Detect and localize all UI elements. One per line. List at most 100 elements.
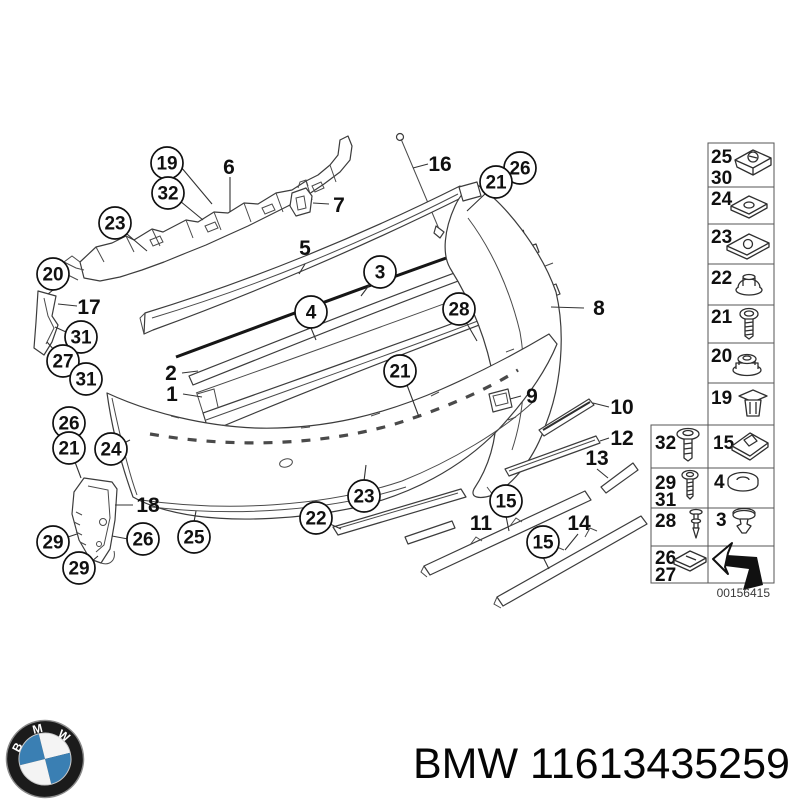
reinforcement-strip-lower-part [493, 515, 648, 609]
part-label-5[interactable]: 5 [299, 237, 311, 260]
part-label-11[interactable]: 11 [470, 512, 493, 535]
callout-number: 24 [100, 440, 122, 461]
callout-circle-21c[interactable]: 21 [383, 354, 417, 388]
callout-circle-21b[interactable]: 21 [52, 431, 86, 465]
part-label-6[interactable]: 6 [223, 156, 235, 179]
callout-number: 26 [58, 414, 79, 435]
expanding-clip-icon [738, 389, 768, 417]
callout-circle-26a[interactable]: 26 [503, 151, 537, 185]
callout-circle-22[interactable]: 22 [299, 501, 333, 535]
washer-screw-icon [676, 427, 700, 462]
svg-text:32: 32 [655, 433, 676, 454]
sidebar-cell-29-31[interactable]: 29 31 [655, 469, 699, 512]
sidebar-cell-3[interactable]: 3 [716, 507, 756, 534]
callout-number: 29 [42, 533, 63, 554]
svg-text:27: 27 [655, 565, 676, 586]
callout-number: 15 [532, 533, 554, 554]
callout-circle-25[interactable]: 25 [177, 520, 211, 554]
callout-number: 31 [75, 370, 97, 391]
callout-circle-21a[interactable]: 21 [479, 165, 513, 199]
part-label-17[interactable]: 17 [77, 296, 100, 319]
callout-circle-23b[interactable]: 23 [347, 479, 381, 513]
callout-circle-29a[interactable]: 29 [36, 525, 70, 559]
plastic-nut-icon [735, 273, 763, 296]
callout-circle-28[interactable]: 28 [442, 292, 476, 326]
callout-number: 26 [509, 159, 530, 180]
callout-circle-31b[interactable]: 31 [69, 362, 103, 396]
sidebar-cell-19[interactable]: 19 [711, 388, 768, 417]
part-label-14[interactable]: 14 [567, 512, 591, 535]
svg-text:23: 23 [711, 227, 732, 248]
cap-nut-icon [732, 353, 762, 377]
sidebar-cell-24[interactable]: 24 [711, 189, 768, 219]
trim-strip-11-part [404, 520, 456, 545]
sidebar-cell-20[interactable]: 20 [711, 346, 762, 377]
callout-circle-23[interactable]: 23 [98, 206, 132, 240]
callout-number: 21 [389, 362, 411, 383]
sidebar-cell-26-27[interactable]: 26 27 [655, 548, 707, 586]
speed-nut-large-icon [726, 233, 770, 260]
speed-nut-icon [730, 195, 768, 219]
sidebar-cell-25-30[interactable]: 25 30 [711, 147, 772, 189]
callout-number: 27 [52, 352, 73, 373]
leader-lines [46, 163, 610, 570]
callout-circle-26c[interactable]: 26 [126, 522, 160, 556]
callout-circle-27[interactable]: 27 [46, 344, 80, 378]
svg-text:28: 28 [655, 511, 676, 532]
callout-number: 32 [157, 184, 178, 205]
callout-circle-32[interactable]: 32 [151, 176, 185, 210]
callout-circle-24[interactable]: 24 [94, 432, 128, 466]
callout-circle-20[interactable]: 20 [36, 257, 70, 291]
sidebar-cell-28[interactable]: 28 [655, 508, 703, 539]
svg-text:25: 25 [711, 147, 733, 168]
sidebar-cell-23[interactable]: 23 [711, 227, 770, 260]
callout-number: 26 [132, 530, 153, 551]
sidebar-cell-21[interactable]: 21 [711, 307, 759, 340]
svg-text:22: 22 [711, 268, 732, 289]
callout-circle-29b[interactable]: 29 [62, 551, 96, 585]
callout-circle-19[interactable]: 19 [150, 146, 184, 180]
callout-circle-4[interactable]: 4 [294, 295, 328, 329]
part-label-8[interactable]: 8 [593, 297, 605, 320]
part-label-18[interactable]: 18 [136, 494, 160, 517]
svg-text:4: 4 [714, 472, 725, 493]
callout-number: 3 [375, 263, 386, 284]
part-label-7[interactable]: 7 [333, 194, 345, 217]
logo-letter-m: M [31, 721, 44, 737]
mid-trim-strip-part [188, 243, 540, 386]
part-label-2[interactable]: 2 [165, 362, 177, 385]
impact-absorber-part [63, 135, 353, 282]
pin-icon [689, 508, 703, 539]
part-label-13[interactable]: 13 [585, 447, 608, 470]
callout-number: 25 [183, 528, 205, 549]
svg-text:29: 29 [655, 473, 676, 494]
support-rod-part [395, 132, 445, 239]
trim-strip-10-part [538, 398, 595, 437]
part-label-12[interactable]: 12 [610, 427, 633, 450]
callout-circle-15a[interactable]: 15 [489, 484, 523, 518]
trim-strip-13-part [600, 462, 639, 494]
sidebar-cell-4[interactable]: 4 [714, 471, 759, 493]
part-label-16[interactable]: 16 [428, 153, 451, 176]
mounting-bracket-part [71, 477, 118, 565]
sidebar-cell-32[interactable]: 32 [655, 427, 700, 462]
callout-number: 21 [58, 439, 80, 460]
callout-circle-3[interactable]: 3 [363, 255, 397, 289]
svg-text:24: 24 [711, 189, 733, 210]
callout-circle-31a[interactable]: 31 [64, 320, 98, 354]
side-support-part [33, 290, 59, 356]
sidebar-cell-15[interactable]: 15 [713, 432, 769, 461]
screw-small-icon [681, 469, 699, 500]
part-label-9[interactable]: 9 [526, 385, 538, 408]
part-label-10[interactable]: 10 [610, 396, 633, 419]
callout-number: 23 [104, 214, 125, 235]
svg-text:21: 21 [711, 307, 733, 328]
part-label-1[interactable]: 1 [166, 383, 178, 406]
bracket-7-part [289, 179, 313, 217]
callout-circle-15b[interactable]: 15 [526, 525, 560, 559]
side-bumper-cover-part [444, 181, 562, 499]
bmw-logo: B M W [5, 719, 85, 799]
sill-strip-part [332, 488, 467, 536]
sidebar-cell-22[interactable]: 22 [711, 268, 763, 296]
